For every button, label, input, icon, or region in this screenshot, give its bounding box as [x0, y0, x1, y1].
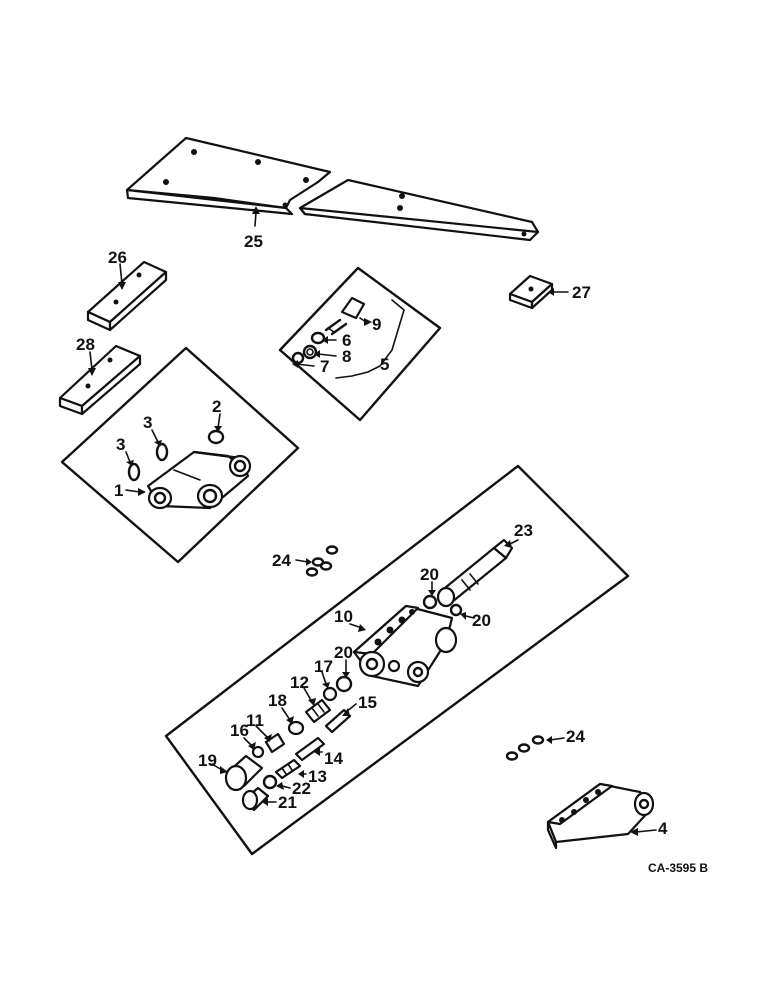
part-28-plate: [58, 344, 142, 416]
callout-18: 18: [268, 691, 287, 710]
callout-14: 14: [324, 749, 343, 768]
control-valve-box: [164, 464, 630, 856]
callout-12: 12: [290, 673, 309, 692]
part-26-plate: [86, 260, 168, 332]
callout-15: 15: [358, 693, 377, 712]
part-27-block: [508, 274, 569, 310]
callout-10: 10: [334, 607, 353, 626]
callout-3-upper: 3: [143, 413, 152, 432]
callout-20-mid: 20: [334, 643, 353, 662]
drawing-code: CA-3595 B: [648, 861, 708, 875]
valve-body-box: [60, 346, 300, 564]
callout-4: 4: [658, 819, 668, 838]
callout-11: 11: [246, 711, 264, 730]
callout-28: 28: [76, 335, 95, 354]
callout-23: 23: [514, 521, 533, 540]
callout-22: 22: [292, 779, 311, 798]
callout-2: 2: [212, 397, 221, 416]
callout-6: 6: [342, 331, 351, 350]
callout-25: 25: [244, 232, 263, 251]
part-4-bracket: [546, 782, 657, 850]
callout-17: 17: [314, 657, 333, 676]
callout-21: 21: [278, 793, 297, 812]
callout-16: 16: [230, 721, 249, 740]
callout-24-lower: 24: [566, 727, 585, 746]
callout-5: 5: [380, 355, 389, 374]
callout-24-upper: 24: [272, 551, 291, 570]
callout-3-lower: 3: [116, 435, 125, 454]
callout-20-top: 20: [420, 565, 439, 584]
relief-valve-kit-box: [278, 266, 442, 422]
callout-20-right: 20: [472, 611, 491, 630]
callout-27: 27: [572, 283, 591, 302]
callout-13: 13: [308, 767, 327, 786]
callout-8: 8: [342, 347, 351, 366]
callout-9: 9: [372, 315, 381, 334]
callout-19: 19: [198, 751, 217, 770]
part-25-bracket: [125, 136, 540, 242]
part-24-washers-upper: [295, 545, 339, 577]
callout-1: 1: [114, 481, 123, 500]
callout-7: 7: [320, 357, 329, 376]
callout-26: 26: [108, 248, 127, 267]
part-24-washers-lower: [505, 735, 565, 761]
